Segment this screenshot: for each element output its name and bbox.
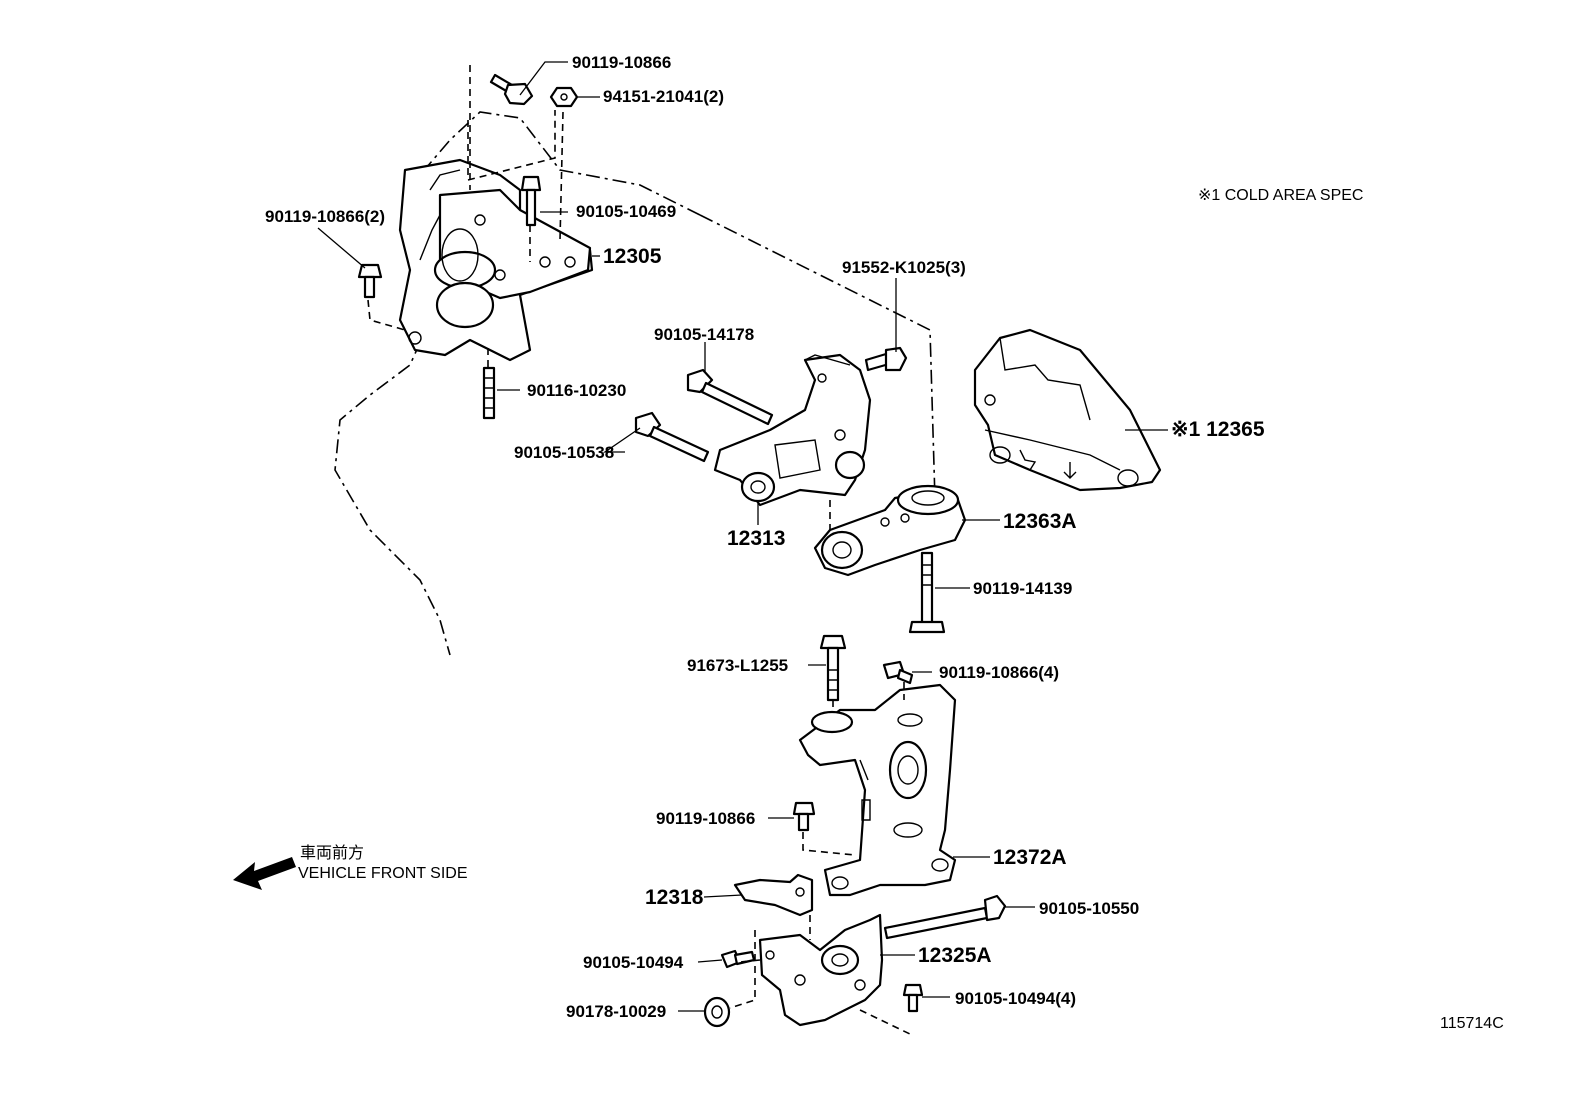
bolt-90119-10866-top[interactable]: [489, 73, 534, 106]
callout-12318: 12318: [645, 886, 704, 909]
callout-94151-21041: 94151-21041(2): [603, 87, 724, 106]
callout-12363A: 12363A: [1003, 510, 1077, 533]
callout-90119-10866-lower: 90119-10866: [656, 809, 755, 828]
callout-90119-10866-4: 90119-10866(4): [939, 663, 1059, 682]
callout-12325A: 12325A: [918, 944, 992, 967]
callout-90119-14139: 90119-14139: [973, 579, 1072, 598]
cover-12365[interactable]: [973, 328, 1162, 492]
stud-90116-10230[interactable]: [482, 366, 496, 420]
callout-90105-14178: 90105-14178: [654, 325, 754, 344]
bolt-90105-14178[interactable]: [686, 368, 774, 426]
callout-90105-10469: 90105-10469: [576, 202, 676, 221]
callout-90119-10866-top: 90119-10866: [572, 53, 671, 72]
bracket-12313[interactable]: [713, 353, 872, 507]
front-side-label-jp: 車両前方: [300, 844, 364, 862]
bolt-91552-K1025[interactable]: [864, 346, 908, 372]
nut-90178-10029[interactable]: [703, 996, 731, 1028]
callout-12313: 12313: [727, 527, 785, 550]
figure-id: 115714C: [1440, 1015, 1504, 1032]
bolt-90105-10494[interactable]: [720, 949, 756, 969]
bracket-12372A[interactable]: [798, 683, 957, 897]
callout-90119-10866-2: 90119-10866(2): [265, 207, 385, 226]
bolt-90105-10550[interactable]: [883, 894, 1007, 940]
callout-90105-10494: 90105-10494: [583, 953, 684, 972]
cold-area-note: ※1 COLD AREA SPEC: [1198, 187, 1363, 204]
bolt-90105-10469[interactable]: [520, 175, 542, 227]
bolt-90105-10494-4[interactable]: [902, 983, 924, 1013]
nut-94151-21041[interactable]: [549, 86, 579, 108]
callout-12372A: 12372A: [993, 846, 1067, 869]
bolt-90119-10866-4[interactable]: [882, 660, 914, 685]
bolt-90119-14139[interactable]: [908, 551, 946, 634]
callout-90178-10029: 90178-10029: [566, 1002, 666, 1021]
bolt-90105-10538[interactable]: [634, 411, 710, 463]
callout-12305: 12305: [603, 245, 662, 268]
bolt-90119-10866-lower[interactable]: [792, 801, 816, 832]
engine-outline: [334, 111, 701, 656]
engine-mount-12305[interactable]: [398, 158, 594, 362]
callout-90105-10550: 90105-10550: [1039, 899, 1139, 918]
bolt-90119-10866-2[interactable]: [357, 263, 383, 299]
bracket-12318[interactable]: [733, 873, 814, 917]
engine-mount-12363A[interactable]: [813, 484, 967, 577]
front-arrow-icon: [233, 857, 296, 890]
bracket-12325A[interactable]: [758, 913, 884, 1027]
callout-91673-L1255: 91673-L1255: [687, 656, 788, 675]
callout-90105-10538: 90105-10538: [514, 443, 614, 462]
callout-90116-10230: 90116-10230: [527, 381, 626, 400]
callout-90105-10494-4: 90105-10494(4): [955, 989, 1076, 1008]
callout-91552-K1025: 91552-K1025(3): [842, 258, 966, 277]
callout-12365: ※1 12365: [1171, 418, 1265, 441]
bolt-91673-L1255[interactable]: [819, 634, 847, 702]
front-side-label-en: VEHICLE FRONT SIDE: [298, 865, 468, 882]
